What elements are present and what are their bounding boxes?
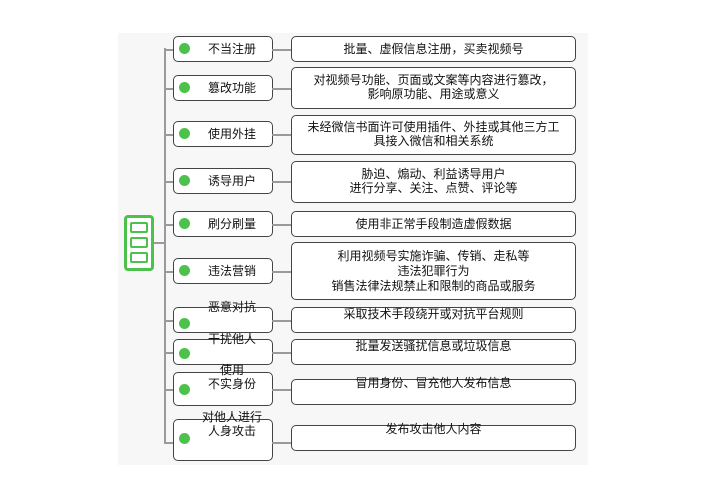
- description-box: 利用视频号实施诈骗、传销、走私等 违法犯罪行为 销售法律法规禁止和限制的商品或服…: [291, 242, 576, 300]
- category-node: 使用外挂: [173, 121, 273, 147]
- description-text: 批量发送骚扰信息或垃圾信息: [355, 339, 512, 353]
- green-dot-icon: [179, 433, 190, 444]
- category-label: 干扰他人: [207, 332, 256, 346]
- root-node-bar: [130, 222, 148, 233]
- branch-line: [164, 224, 174, 226]
- description-text: 采取技术手段绕开或对抗平台规则: [343, 307, 524, 321]
- category-node: 诱导用户: [173, 168, 273, 194]
- description-text: 批量、虚假信息注册，买卖视频号: [343, 42, 524, 56]
- description-text: 发布攻击他人内容: [385, 422, 482, 436]
- description-box: 采取技术手段绕开或对抗平台规则: [291, 307, 576, 333]
- green-dot-icon: [179, 318, 190, 329]
- description-text: 未经微信书面许可使用插件、外挂或其他三方工 具接入微信和相关系统: [307, 120, 560, 148]
- description-box: 未经微信书面许可使用插件、外挂或其他三方工 具接入微信和相关系统: [291, 115, 576, 155]
- description-box: 批量、虚假信息注册，买卖视频号: [291, 36, 576, 62]
- description-box: 批量发送骚扰信息或垃圾信息: [291, 339, 576, 365]
- root-node: [124, 215, 154, 271]
- category-label: 违法营销: [207, 264, 256, 278]
- connector-line: [272, 224, 292, 226]
- connector-line: [272, 49, 292, 51]
- description-box: 对视频号功能、页面或文案等内容进行篡改， 影响原功能、用途或意义: [291, 67, 576, 109]
- description-text: 胁迫、煽动、利益诱导用户 进行分享、关注、点赞、评论等: [349, 167, 518, 195]
- category-node: 恶意对抗: [173, 300, 273, 333]
- branch-line: [164, 389, 174, 391]
- branch-line: [164, 49, 174, 51]
- green-dot-icon: [179, 348, 190, 359]
- green-dot-icon: [179, 384, 190, 395]
- root-node-bar: [130, 252, 148, 263]
- category-node: 刷分刷量: [173, 211, 273, 237]
- category-label: 对他人进行 人身攻击: [201, 410, 262, 438]
- green-dot-icon: [179, 128, 190, 139]
- green-dot-icon: [179, 82, 190, 93]
- category-label: 刷分刷量: [207, 217, 256, 231]
- description-text: 利用视频号实施诈骗、传销、走私等 违法犯罪行为 销售法律法规禁止和限制的商品或服…: [331, 249, 536, 293]
- green-dot-icon: [179, 175, 190, 186]
- description-text: 冒用身份、冒充他人发布信息: [355, 376, 512, 390]
- category-label: 使用 不实身份: [207, 363, 256, 391]
- root-connector: [154, 242, 164, 244]
- branch-line: [164, 442, 174, 444]
- category-label: 使用外挂: [207, 127, 256, 141]
- green-dot-icon: [179, 43, 190, 54]
- category-node: 干扰他人: [173, 332, 273, 365]
- connector-line: [272, 271, 292, 273]
- branch-line: [164, 134, 174, 136]
- description-text: 对视频号功能、页面或文案等内容进行篡改， 影响原功能、用途或意义: [313, 73, 554, 101]
- green-dot-icon: [179, 218, 190, 229]
- category-label: 不当注册: [207, 42, 256, 56]
- description-box: 发布攻击他人内容: [291, 422, 576, 451]
- category-label: 篡改功能: [207, 81, 256, 95]
- connector-line: [272, 352, 292, 354]
- description-box: 使用非正常手段制造虚假数据: [291, 211, 576, 237]
- category-node: 不当注册: [173, 36, 273, 62]
- branch-line: [164, 352, 174, 354]
- connector-line: [272, 88, 292, 90]
- root-node-bar: [130, 237, 148, 248]
- connector-line: [272, 320, 292, 322]
- branch-line: [164, 320, 174, 322]
- connector-line: [272, 442, 292, 444]
- category-node: 使用 不实身份: [173, 363, 273, 406]
- branch-line: [164, 271, 174, 273]
- description-box: 冒用身份、冒充他人发布信息: [291, 376, 576, 405]
- description-box: 胁迫、煽动、利益诱导用户 进行分享、关注、点赞、评论等: [291, 161, 576, 203]
- category-node: 违法营销: [173, 258, 273, 284]
- branch-line: [164, 181, 174, 183]
- description-text: 使用非正常手段制造虚假数据: [355, 217, 512, 231]
- category-label: 恶意对抗: [207, 300, 256, 314]
- category-node: 对他人进行 人身攻击: [173, 410, 273, 461]
- category-label: 诱导用户: [207, 174, 256, 188]
- connector-line: [272, 181, 292, 183]
- connector-line: [272, 134, 292, 136]
- category-node: 篡改功能: [173, 75, 273, 101]
- green-dot-icon: [179, 265, 190, 276]
- connector-line: [272, 389, 292, 391]
- tree-spine: [164, 48, 166, 444]
- branch-line: [164, 88, 174, 90]
